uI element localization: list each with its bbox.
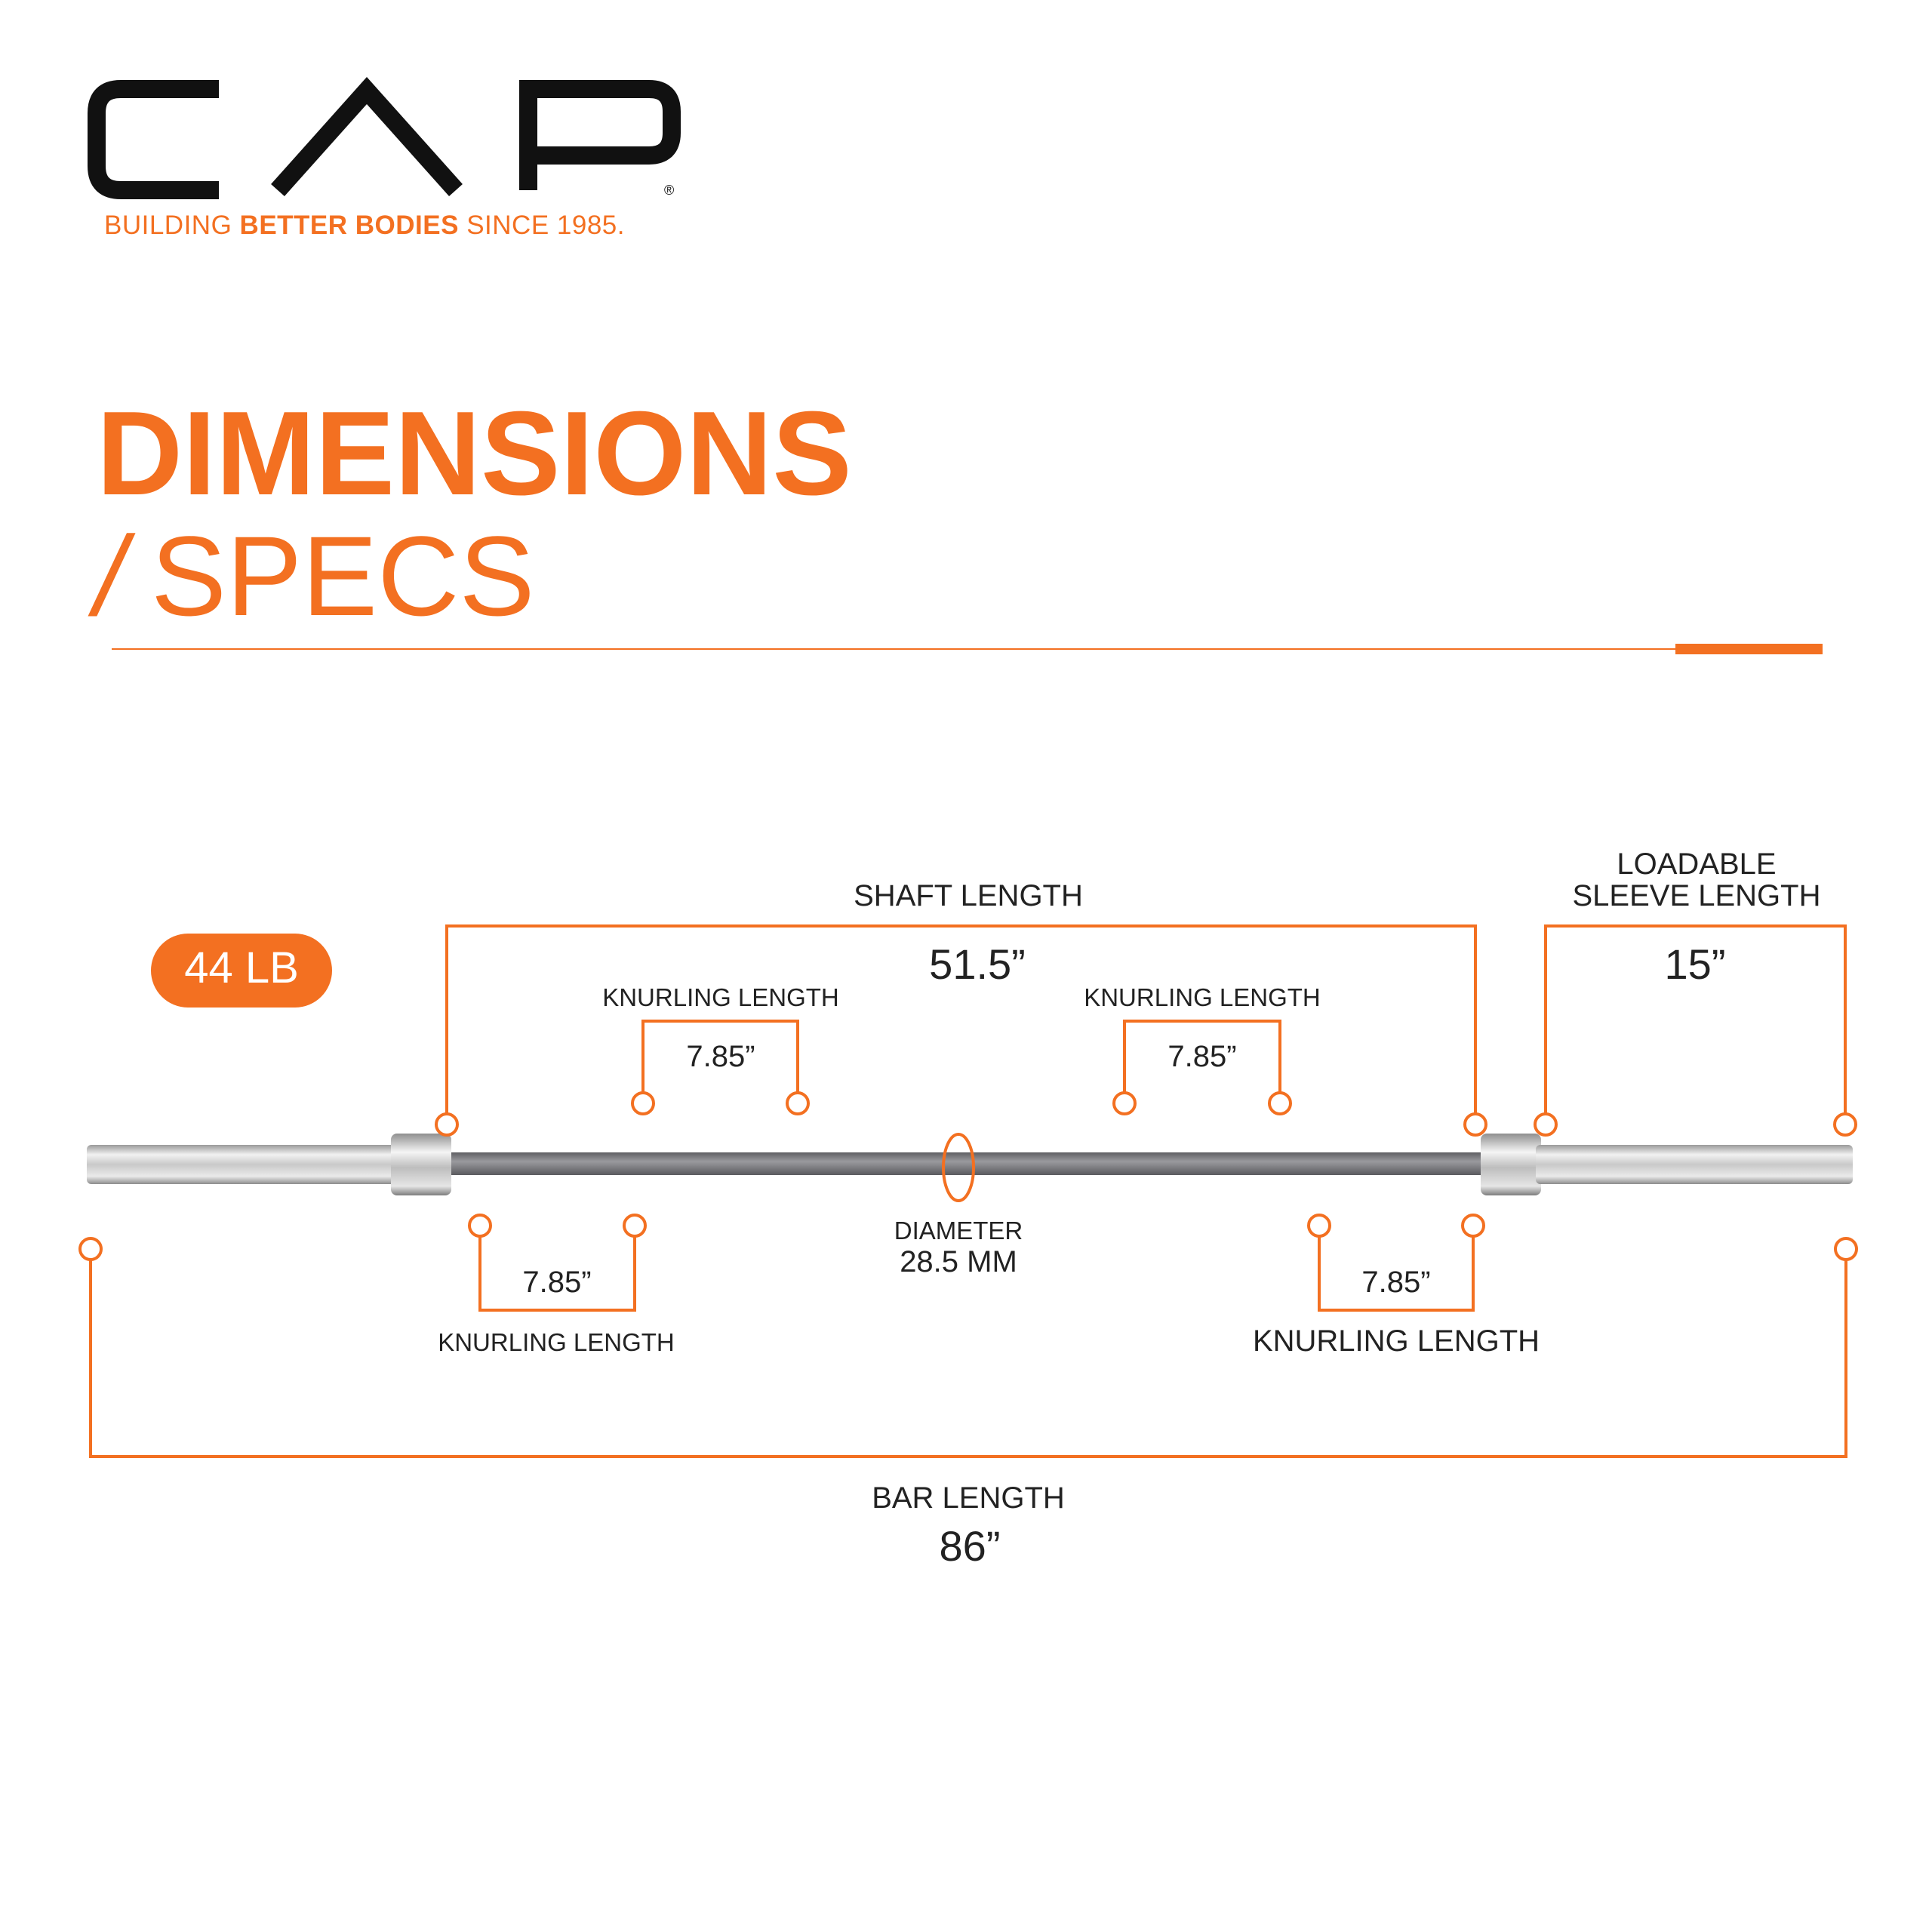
knurl-bottom-right-bracket <box>1318 1235 1475 1312</box>
brand-tagline: BUILDING BETTER BODIES SINCE 1985. <box>104 211 625 240</box>
bar-length-bracket <box>89 1259 1847 1458</box>
dimension-labels: SHAFT LENGTH 51.5” LOADABLE SLEEVE LENGT… <box>438 848 1820 1570</box>
knurl-top-right-bracket <box>1123 1020 1281 1093</box>
registered-mark: ® <box>664 183 674 198</box>
logo-letter-p <box>519 80 681 190</box>
knurl-bottom-right-value: 7.85” <box>1361 1266 1430 1299</box>
weight-badge: 44 LB <box>151 934 332 1008</box>
sleeve-length-value: 15” <box>1665 940 1726 988</box>
diameter-marker <box>942 1133 975 1202</box>
sleeve-length-title-2: SLEEVE LENGTH <box>1572 879 1820 912</box>
page-subtitle-slash: / <box>88 512 136 639</box>
dimension-endpoints <box>78 1091 1858 1261</box>
bar-length-title: BAR LENGTH <box>872 1481 1065 1515</box>
logo-letter-c <box>88 80 219 199</box>
knurl-bottom-left-bracket <box>478 1235 636 1312</box>
page-title: DIMENSIONS <box>97 387 852 520</box>
knurl-bottom-left-title: KNURLING LENGTH <box>438 1328 675 1356</box>
left-sleeve <box>87 1145 396 1184</box>
diameter-title: DIAMETER <box>894 1217 1023 1244</box>
right-sleeve <box>1536 1145 1853 1184</box>
sleeve-length-bracket <box>1544 924 1847 1113</box>
knurl-top-right-value: 7.85” <box>1168 1040 1236 1073</box>
knurl-bottom-left-value: 7.85” <box>522 1266 591 1299</box>
left-collar <box>391 1134 451 1195</box>
cap-logo <box>88 76 681 199</box>
knurl-top-right-title: KNURLING LENGTH <box>1084 983 1321 1011</box>
header-divider-accent <box>1675 644 1823 654</box>
dimension-lines <box>89 924 1847 1458</box>
shaft-length-title: SHAFT LENGTH <box>854 879 1083 912</box>
barbell-shaft <box>438 1152 1494 1175</box>
right-collar <box>1481 1134 1541 1195</box>
sleeve-length-title-1: LOADABLE <box>1617 848 1776 881</box>
bar-length-value: 86” <box>940 1522 1001 1570</box>
knurl-top-left-bracket <box>641 1020 799 1093</box>
shaft-length-bracket <box>445 924 1477 1113</box>
weight-badge-label: 44 LB <box>184 943 299 992</box>
page-subtitle: SPECS <box>151 512 535 639</box>
knurl-top-left-value: 7.85” <box>686 1040 755 1073</box>
shaft-length-value: 51.5” <box>929 940 1026 988</box>
barbell-image <box>87 1134 1853 1195</box>
logo-letter-a <box>271 76 463 196</box>
knurl-bottom-right-title: KNURLING LENGTH <box>1253 1324 1540 1358</box>
knurl-top-left-title: KNURLING LENGTH <box>602 983 839 1011</box>
diameter-value: 28.5 MM <box>900 1245 1017 1278</box>
